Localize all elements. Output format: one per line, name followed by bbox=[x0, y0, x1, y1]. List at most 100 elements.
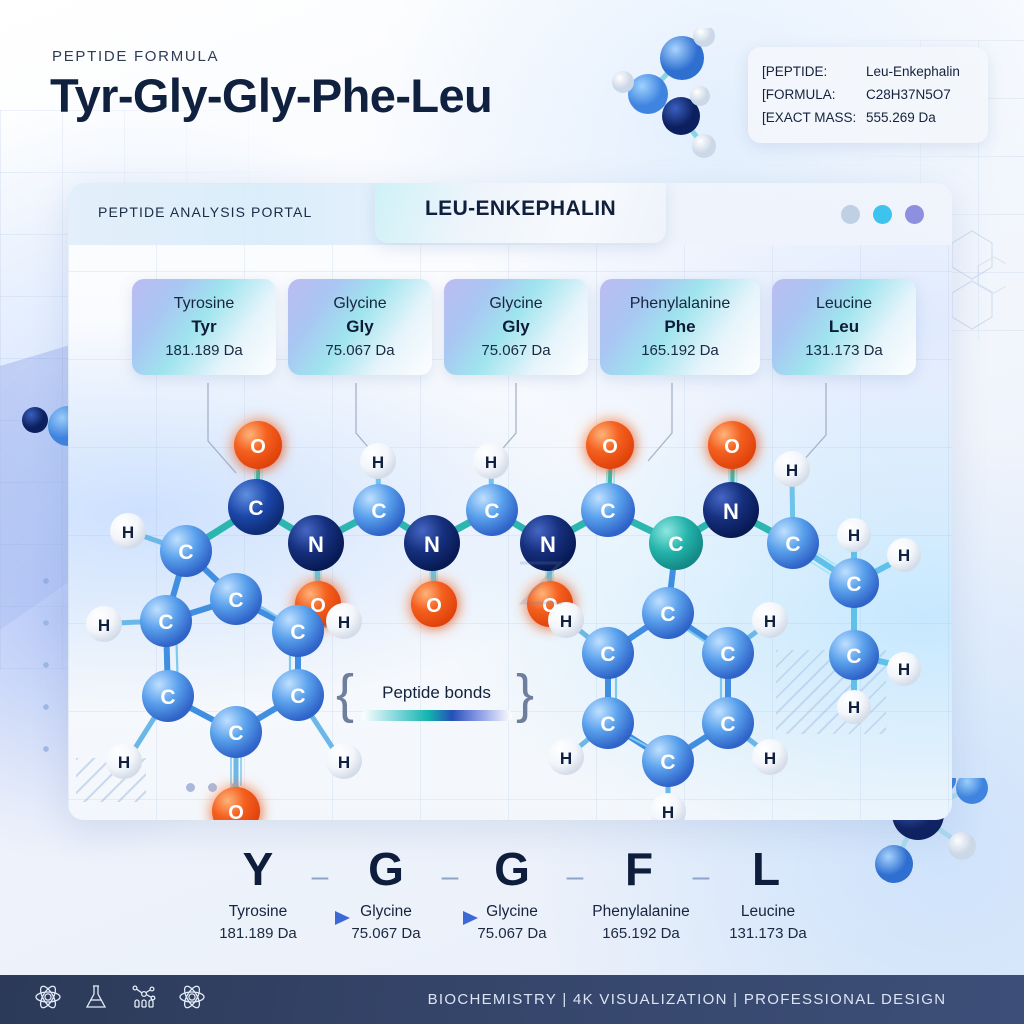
window-dot-3[interactable] bbox=[905, 205, 924, 224]
svg-text:O: O bbox=[602, 436, 618, 458]
svg-text:H: H bbox=[372, 453, 384, 472]
amino-acid-mass: 181.189 Da bbox=[165, 341, 243, 359]
svg-text:C: C bbox=[660, 751, 675, 774]
info-value-formula: C28H37N5O7 bbox=[866, 87, 951, 103]
amino-acid-mass: 75.067 Da bbox=[325, 341, 395, 359]
svg-text:O: O bbox=[250, 436, 266, 458]
tab-leu-enkephalin[interactable]: LEU-ENKEPHALIN bbox=[375, 183, 666, 243]
svg-text:C: C bbox=[228, 589, 243, 612]
amino-acid-name: Glycine bbox=[489, 295, 543, 313]
sequence-dash: – bbox=[311, 860, 329, 893]
svg-text:C: C bbox=[484, 500, 499, 523]
svg-text:C: C bbox=[178, 541, 193, 564]
svg-text:H: H bbox=[118, 753, 130, 772]
sequence-column: Glycine 75.067 Da bbox=[477, 900, 546, 946]
sequence-letter[interactable]: L bbox=[751, 843, 781, 895]
sequence-mass: 75.067 Da bbox=[477, 925, 547, 943]
sequence-full-name: Tyrosine bbox=[228, 903, 288, 920]
atom-icon bbox=[34, 983, 62, 1016]
svg-text:H: H bbox=[898, 546, 910, 565]
sequence-dash: – bbox=[566, 860, 584, 893]
amino-acid-card[interactable]: Phenylalanine Phe 165.192 Da bbox=[600, 279, 760, 375]
sequence-dash: – bbox=[441, 860, 459, 893]
svg-text:O: O bbox=[724, 436, 740, 458]
amino-acid-name: Phenylalanine bbox=[629, 295, 731, 313]
sequence-letter[interactable]: G bbox=[494, 843, 530, 895]
amino-acid-card[interactable]: Glycine Gly 75.067 Da bbox=[288, 279, 432, 375]
sequence-letter[interactable]: Y bbox=[242, 843, 274, 895]
amino-acid-mass: 165.192 Da bbox=[641, 341, 719, 359]
molecule-network-icon bbox=[130, 983, 158, 1016]
footer-bar: BIOCHEMISTRY | 4K VISUALIZATION | PROFES… bbox=[0, 975, 1024, 1024]
legend-brace-left: { bbox=[336, 664, 355, 724]
svg-text:H: H bbox=[485, 453, 497, 472]
svg-text:H: H bbox=[662, 803, 674, 820]
svg-text:H: H bbox=[764, 749, 776, 768]
sequence-column: Glycine 75.067 Da bbox=[351, 900, 420, 946]
svg-text:O: O bbox=[228, 802, 244, 820]
svg-text:C: C bbox=[290, 685, 305, 708]
svg-text:N: N bbox=[540, 532, 556, 557]
page-kicker: PEPTIDE FORMULA bbox=[52, 48, 220, 65]
amino-acid-abbr: Tyr bbox=[191, 316, 217, 336]
svg-text:H: H bbox=[848, 526, 860, 545]
sequence-mass: 75.067 Da bbox=[351, 925, 421, 943]
svg-text:H: H bbox=[122, 523, 134, 542]
svg-text:C: C bbox=[846, 645, 861, 668]
svg-text:C: C bbox=[600, 713, 615, 736]
info-label-peptide: [PEPTIDE: bbox=[762, 64, 828, 79]
amino-acid-name: Leucine bbox=[815, 295, 873, 313]
sequence-full-name: Leucine bbox=[740, 903, 796, 920]
info-value-exact-mass: 555.269 Da bbox=[866, 110, 936, 126]
svg-text:C: C bbox=[600, 643, 615, 666]
legend-gradient-bar bbox=[361, 710, 512, 721]
sequence-full-name: Phenylalanine bbox=[592, 903, 690, 920]
svg-text:C: C bbox=[248, 497, 263, 520]
svg-text:H: H bbox=[560, 749, 572, 768]
amino-acid-card[interactable]: Leucine Leu 131.173 Da bbox=[772, 279, 916, 375]
svg-text:H: H bbox=[848, 698, 860, 717]
sequence-letters: Y – G – G – F – L bbox=[180, 842, 844, 900]
amino-acid-card[interactable]: Tyrosine Tyr 181.189 Da bbox=[132, 279, 276, 375]
svg-text:C: C bbox=[660, 603, 675, 626]
amino-acid-mass: 131.173 Da bbox=[805, 341, 883, 359]
window-dot-1[interactable] bbox=[841, 205, 860, 224]
svg-text:H: H bbox=[786, 461, 798, 480]
svg-text:C: C bbox=[371, 500, 386, 523]
info-row: [FORMULA: C28H37N5O7 bbox=[762, 83, 974, 106]
svg-text:C: C bbox=[720, 643, 735, 666]
background-dot-column bbox=[36, 560, 56, 780]
svg-text:H: H bbox=[338, 613, 350, 632]
svg-text:O: O bbox=[426, 595, 442, 617]
svg-text:C: C bbox=[600, 500, 615, 523]
info-row: [PEPTIDE: Leu-Enkephalin bbox=[762, 60, 974, 83]
legend-brace-right: } bbox=[516, 664, 535, 724]
svg-text:C: C bbox=[668, 533, 683, 556]
svg-text:N: N bbox=[424, 532, 440, 557]
sequence-letter[interactable]: F bbox=[624, 843, 654, 895]
flask-icon bbox=[82, 983, 110, 1016]
molecular-structure-diagram: OOO OOO O bbox=[86, 421, 921, 820]
sequence-letter[interactable]: G bbox=[368, 843, 404, 895]
svg-text:C: C bbox=[846, 573, 861, 596]
peptide-info-card: [PEPTIDE: Leu-Enkephalin [FORMULA: C28H3… bbox=[748, 47, 988, 143]
sequence-mass: 165.192 Da bbox=[602, 925, 680, 943]
window-dot-2[interactable] bbox=[873, 205, 892, 224]
amino-acid-card[interactable]: Glycine Gly 75.067 Da bbox=[444, 279, 588, 375]
legend-label: Peptide bonds bbox=[382, 683, 491, 702]
footer-icon-group bbox=[34, 983, 206, 1016]
sequence-full-name: Glycine bbox=[360, 903, 412, 920]
analysis-panel: PEPTIDE ANALYSIS PORTAL LEU-ENKEPHALIN bbox=[68, 183, 952, 820]
window-dot-controls[interactable] bbox=[841, 205, 924, 224]
sequence-meta-row: Tyrosine 181.189 Da Glycine 75.067 Da bbox=[180, 900, 844, 954]
amino-acid-abbr: Gly bbox=[346, 316, 374, 336]
amino-acid-mass: 75.067 Da bbox=[481, 341, 551, 359]
sequence-column: Phenylalanine 165.192 Da bbox=[592, 900, 689, 946]
amino-acid-abbr: Gly bbox=[502, 316, 530, 336]
svg-text:N: N bbox=[723, 499, 739, 524]
svg-text:H: H bbox=[338, 753, 350, 772]
amino-acid-card-row: Tyrosine Tyr 181.189 Da Glycine Gly 75.0… bbox=[132, 279, 916, 375]
amino-acid-abbr: Leu bbox=[828, 316, 860, 336]
sequence-mass: 181.189 Da bbox=[219, 925, 297, 943]
